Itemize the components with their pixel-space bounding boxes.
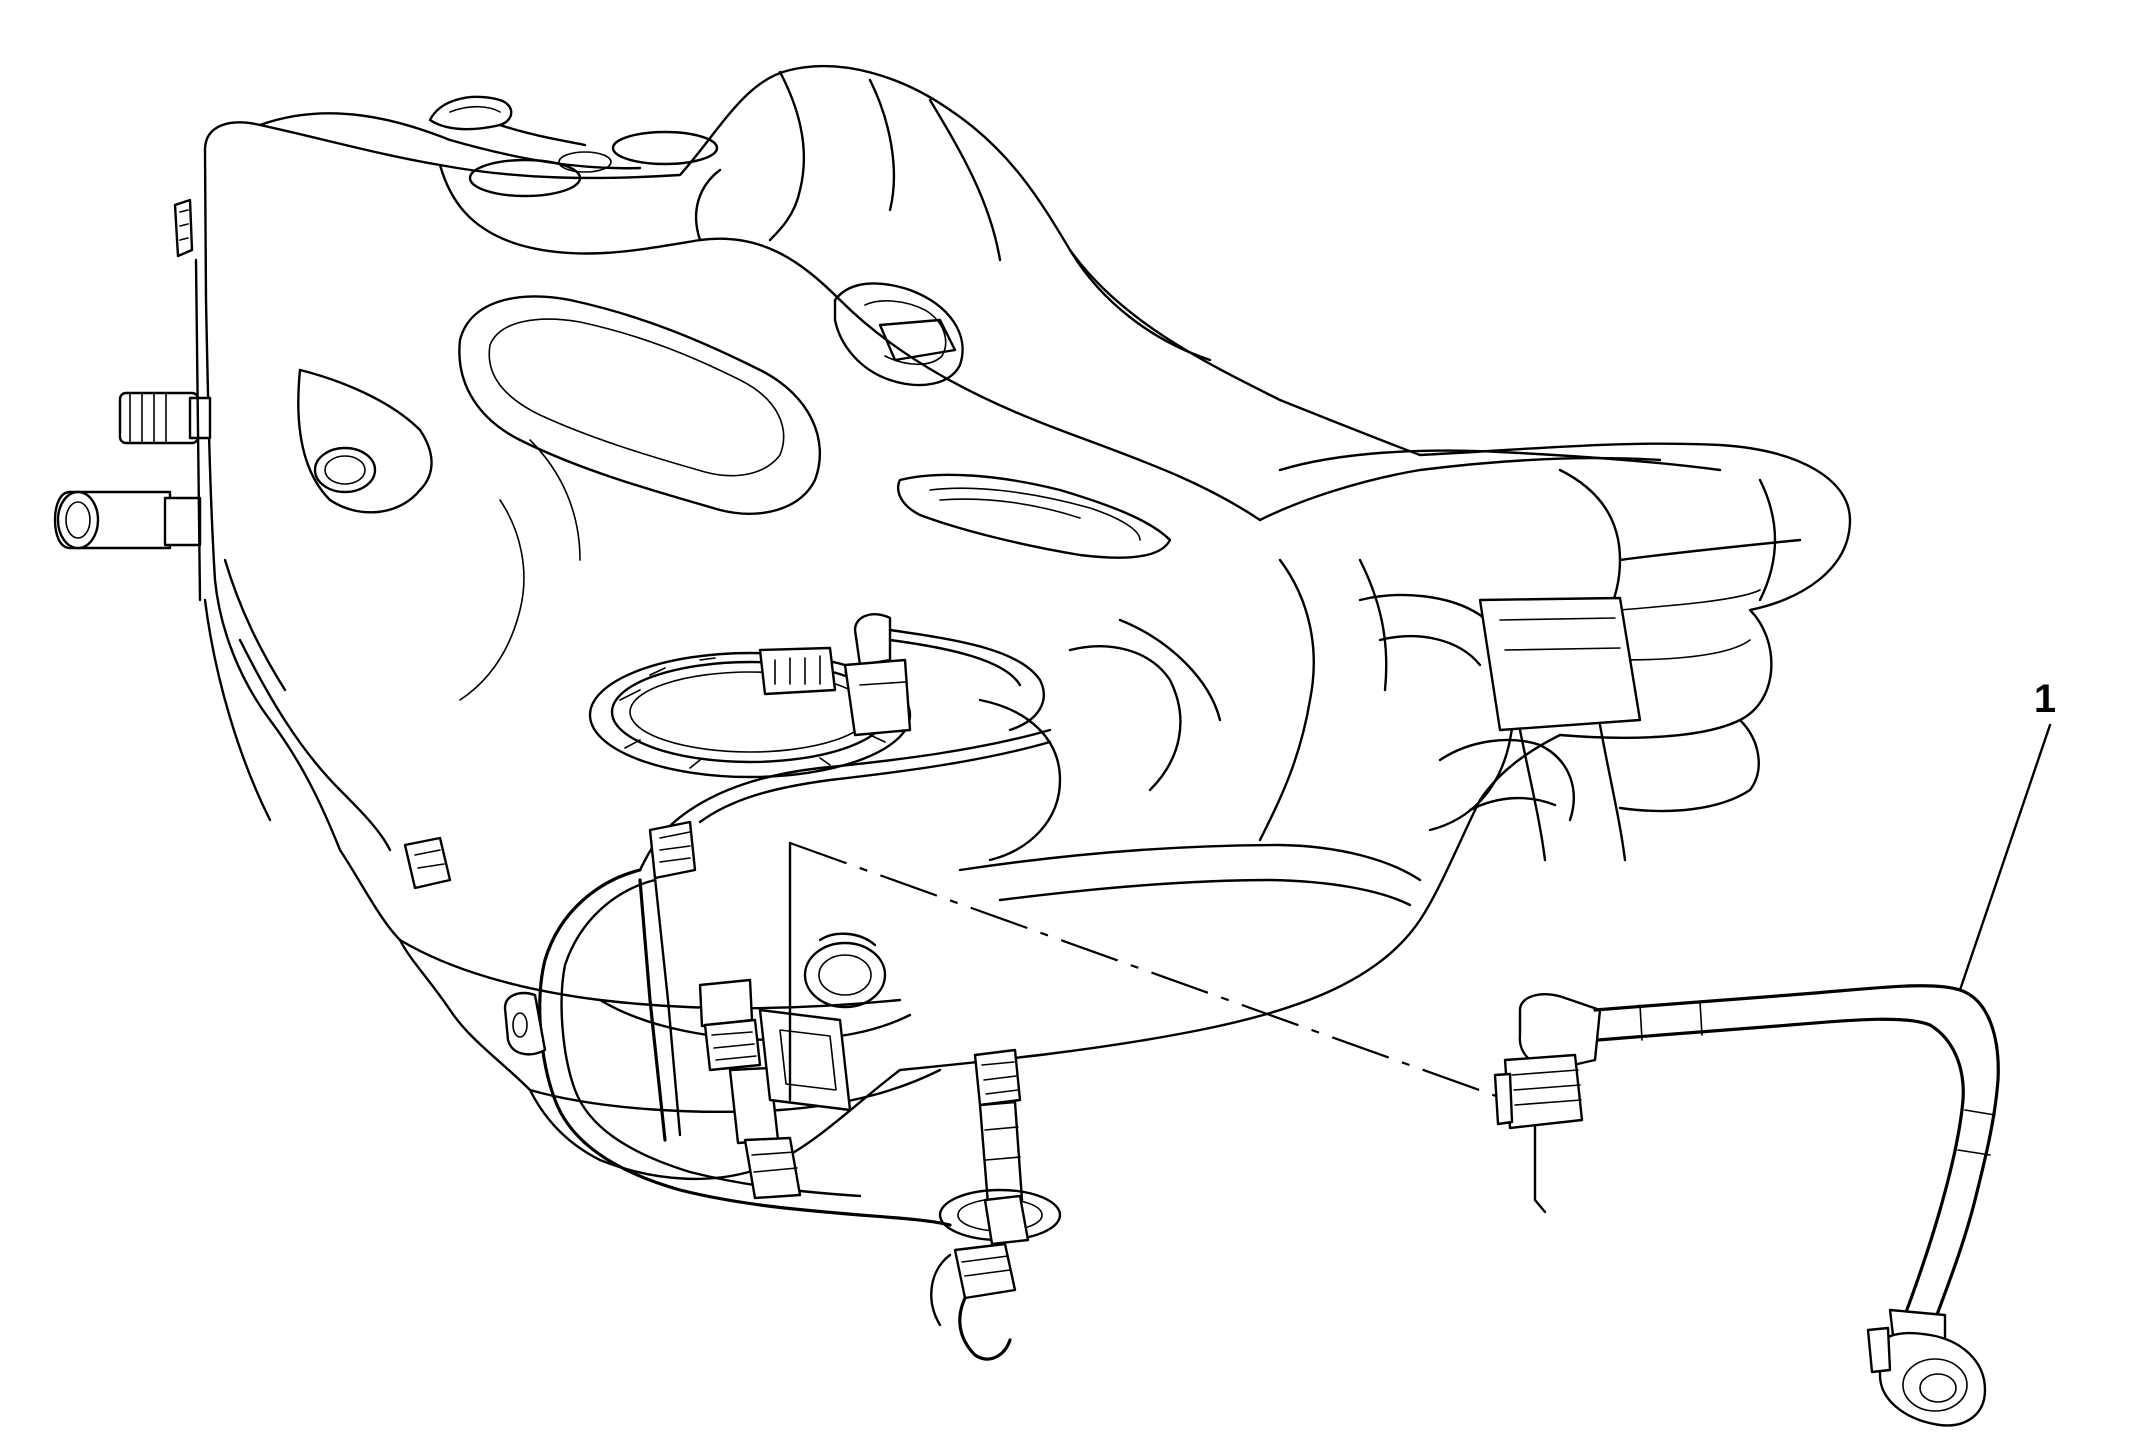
tank-inlet-pipes	[53, 198, 272, 822]
fuel-tank	[203, 64, 1852, 1181]
tank-fuel-lines	[538, 728, 1052, 1227]
callout-1-label: 1	[2034, 677, 2056, 721]
tank-rear-cylinder	[1358, 593, 1642, 862]
fuel-line-connectors	[403, 836, 1062, 1361]
callout-1: 1	[1958, 677, 2056, 992]
fuel-feed-line	[1493, 984, 2000, 1427]
callout-1-leader	[1958, 723, 2052, 992]
fuel-pump-module	[588, 613, 1045, 779]
